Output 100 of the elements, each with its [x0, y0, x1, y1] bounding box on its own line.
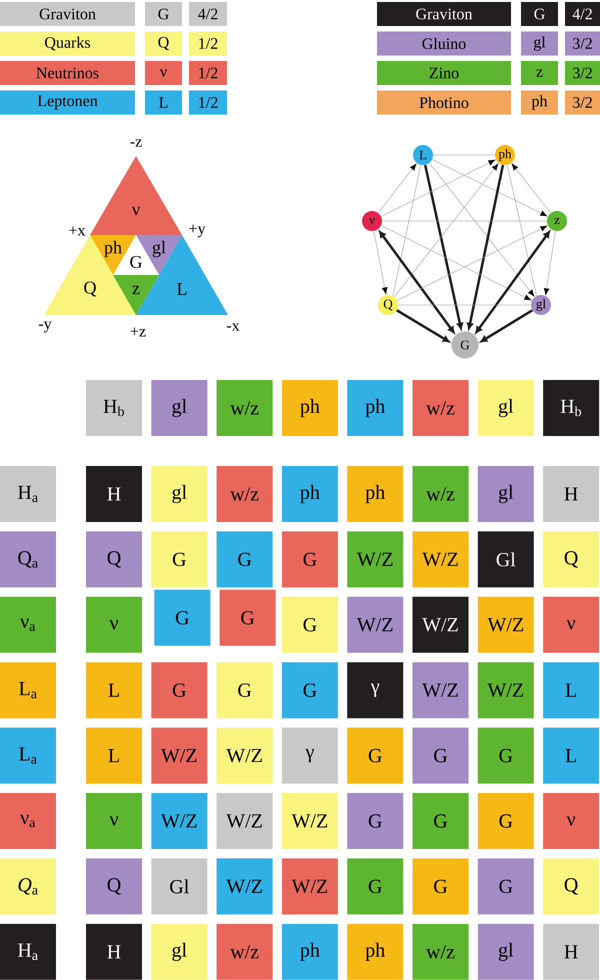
column-header-cell: ph — [282, 380, 338, 436]
spin-cell: 3/2 — [565, 90, 600, 114]
grid-cell: Q — [86, 531, 142, 588]
particle-name-cell: Gluino — [377, 32, 511, 56]
axis-label: +y — [189, 224, 206, 238]
grid-cell: gl — [478, 466, 534, 522]
connector-line — [432, 154, 496, 156]
grid-cell: gl — [151, 466, 208, 522]
grid-cell: W/Z — [282, 793, 338, 849]
axis-label: -y — [38, 322, 52, 332]
grid-cell: Q — [543, 858, 600, 914]
arrow — [424, 164, 464, 330]
grid-cell: γ — [282, 728, 338, 784]
grid-cell: ν — [543, 596, 600, 653]
grid-cell: G — [347, 858, 404, 914]
grid-cell: W/Z — [347, 531, 404, 588]
grid-cell: Gl — [478, 531, 534, 588]
grid-cell: ph — [282, 466, 338, 522]
grid-cell: gl — [478, 924, 534, 980]
arrow — [374, 230, 388, 294]
row-header-cell: Q$_{a}$ — [0, 858, 56, 914]
grid-cell: W/Z — [478, 596, 534, 653]
grid-cell: G — [412, 793, 468, 849]
arrow — [544, 230, 556, 296]
triangle-region: ν — [90, 156, 182, 235]
grid-cell: W/Z — [347, 596, 404, 653]
arrow — [380, 160, 496, 217]
grid-cell: Q — [543, 531, 600, 588]
grid-cell: G — [347, 728, 404, 784]
arrow — [480, 309, 533, 342]
symbol-cell: gl — [521, 32, 558, 56]
spin-cell: 1/2 — [189, 32, 227, 56]
connector-line — [382, 220, 548, 222]
grid-cell: H — [86, 466, 142, 522]
grid-cell: w/z — [412, 466, 468, 522]
grid-cell: G — [478, 728, 534, 784]
grid-cell: G — [282, 662, 338, 718]
symbol-cell: ph — [521, 90, 558, 114]
grid-cell: G — [282, 531, 338, 588]
column-header-cell: gl — [151, 380, 208, 436]
grid-cell: W/Z — [151, 793, 208, 849]
arrow — [512, 164, 551, 214]
grid-cell: G — [151, 531, 208, 588]
grid-cell: L — [543, 662, 600, 718]
grid-cell: W/Z — [412, 596, 468, 653]
axis-label: +x — [69, 226, 86, 236]
spin-cell: 4/2 — [565, 2, 600, 26]
row-header-cell: L$_{a}$ — [0, 662, 56, 718]
grid-cell: ph — [347, 924, 404, 980]
row-header-cell: H$_{a}$ — [0, 466, 56, 522]
axis-label: +z — [130, 328, 146, 337]
row-header-cell: Q$_{a}$ — [0, 531, 56, 588]
grid-cell: W/Z — [412, 662, 468, 718]
symbol-cell: ν — [145, 61, 182, 85]
symbol-cell: G — [521, 2, 558, 26]
connector-line — [398, 304, 532, 306]
grid-cell: ν — [543, 793, 600, 849]
double-arrow — [475, 230, 550, 334]
grid-cell: G — [478, 858, 534, 914]
column-header-cell: gl — [478, 380, 534, 436]
arrow — [432, 159, 548, 216]
grid-cell: gl — [151, 924, 208, 980]
grid-cell: W/Z — [216, 728, 273, 784]
arrow — [394, 164, 498, 298]
column-header-cell: H$_{b}$ — [86, 380, 142, 436]
double-arrow — [379, 230, 455, 334]
column-header-cell: H$_{b}$ — [543, 380, 600, 436]
symbol-cell: L — [145, 90, 182, 114]
grid-cell: H — [86, 924, 142, 980]
grid-cell: ν — [86, 596, 142, 653]
grid-cell: w/z — [412, 924, 468, 980]
grid-cell: ph — [347, 466, 404, 522]
particle-name-cell: Zino — [377, 61, 511, 85]
grid-cell: G — [347, 793, 404, 849]
particle-name-cell: Photino — [377, 90, 511, 114]
connector-line — [392, 164, 422, 296]
grid-cell: G — [151, 662, 208, 718]
spin-cell: 4/2 — [189, 2, 227, 26]
grid-cell: W/Z — [216, 858, 273, 914]
connector-line — [506, 164, 537, 296]
grid-cell: L — [86, 662, 142, 718]
grid-cell: W/Z — [478, 662, 534, 718]
symbol-cell: G — [145, 2, 182, 26]
arrow — [429, 162, 534, 296]
grid-cell: G — [412, 858, 468, 914]
column-header-cell: ph — [347, 380, 404, 436]
grid-cell: w/z — [216, 924, 273, 980]
particle-name-cell: Neutrinos — [0, 61, 135, 85]
grid-cell: Gl — [151, 858, 208, 914]
row-header-cell: ν$_{a}$ — [0, 596, 56, 653]
grid-cell: H — [543, 466, 600, 522]
grid-cell: γ — [347, 662, 404, 718]
grid-cell: L — [86, 728, 142, 784]
spin-cell: 1/2 — [189, 61, 227, 85]
arrow — [466, 164, 504, 330]
spin-cell: 1/2 — [189, 90, 227, 114]
grid-cell: W/Z — [216, 793, 273, 849]
grid-cell: W/Z — [412, 531, 468, 588]
symbol-cell: Q — [145, 32, 182, 56]
row-header-cell: L$_{a}$ — [0, 728, 56, 784]
